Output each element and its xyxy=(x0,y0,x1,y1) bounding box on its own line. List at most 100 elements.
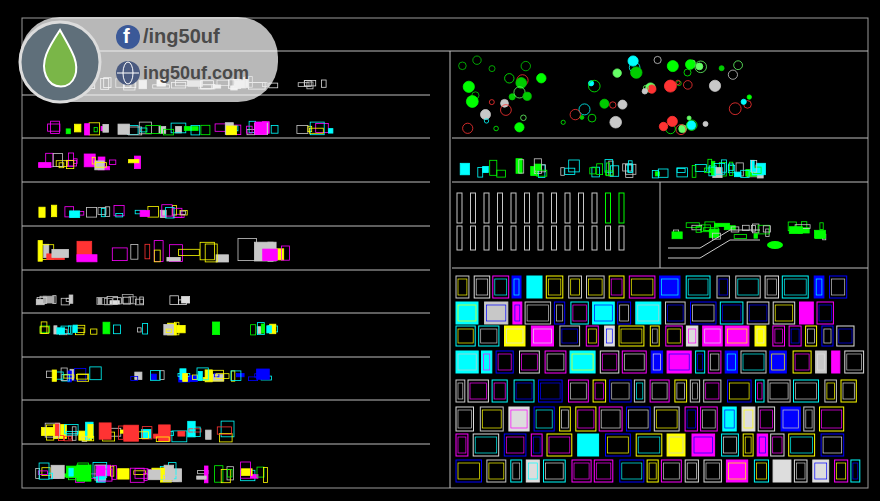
cad-block xyxy=(39,463,49,479)
door-panel xyxy=(853,463,858,479)
cad-block xyxy=(652,171,658,178)
cad-block xyxy=(131,245,138,260)
door-panel xyxy=(458,383,463,399)
cad-block xyxy=(478,168,483,178)
cad-block xyxy=(728,164,733,170)
label-wrap: f xyxy=(123,25,130,48)
cad-block xyxy=(267,326,272,333)
cad-block xyxy=(310,122,324,135)
cad-block xyxy=(201,125,210,134)
cad-block xyxy=(226,125,241,135)
web-icon xyxy=(116,61,140,85)
cad-block xyxy=(607,163,610,176)
door-panel xyxy=(728,463,745,479)
door-elevation xyxy=(822,326,833,346)
cad-block xyxy=(118,124,129,134)
door-panel xyxy=(818,354,825,370)
cad-block xyxy=(216,374,229,379)
door-panel xyxy=(745,437,751,453)
cad-block xyxy=(66,161,73,169)
door-elevation xyxy=(456,302,478,324)
cad-block xyxy=(92,157,95,164)
door-panel xyxy=(663,463,679,479)
plant-symbol xyxy=(610,102,616,108)
door-elevation xyxy=(636,302,661,324)
door-elevation xyxy=(622,351,646,373)
cad-block xyxy=(77,255,97,262)
cad-block xyxy=(98,298,102,304)
cad-block xyxy=(197,476,207,479)
door-panel xyxy=(743,354,764,370)
door-panel xyxy=(458,354,476,370)
cad-block xyxy=(163,129,173,135)
cad-block xyxy=(237,374,245,377)
door-panel xyxy=(629,410,649,428)
door-panel xyxy=(621,329,642,343)
door-panel xyxy=(832,279,845,295)
door-elevation xyxy=(468,380,488,402)
door-panel xyxy=(738,279,758,295)
door-panel xyxy=(758,383,763,399)
plant-symbol xyxy=(515,123,524,132)
cad-block xyxy=(304,80,315,86)
door-elevation xyxy=(690,380,699,402)
cad-block xyxy=(37,298,47,304)
cad-block xyxy=(534,159,541,174)
door-panel xyxy=(843,383,854,399)
cad-block xyxy=(52,249,69,257)
cad-block xyxy=(231,371,241,381)
cad-block xyxy=(49,473,53,479)
door-elevation xyxy=(736,276,760,298)
facebook-letter: f xyxy=(123,25,130,47)
door-elevation xyxy=(492,380,507,402)
cad-block xyxy=(231,371,234,381)
cad-block xyxy=(61,298,69,305)
door-elevation xyxy=(594,460,613,482)
cad-block xyxy=(741,170,749,177)
cad-block xyxy=(190,376,198,382)
door-elevation xyxy=(704,460,721,482)
cad-block xyxy=(95,465,106,480)
cad-block xyxy=(124,425,139,441)
plant-symbol xyxy=(516,78,527,89)
plant-symbol xyxy=(505,74,514,83)
door-panel xyxy=(759,437,765,453)
cad-block xyxy=(569,160,580,172)
door-panel xyxy=(662,279,678,295)
cad-block xyxy=(72,427,76,441)
door-panel xyxy=(668,329,681,343)
cad-block xyxy=(626,164,636,174)
plant-symbol xyxy=(521,115,527,121)
column-elevation xyxy=(619,226,624,250)
door-panel xyxy=(547,354,564,370)
door-elevation xyxy=(474,276,490,298)
door-panel xyxy=(796,383,817,399)
door-elevation xyxy=(685,407,697,431)
door-panel xyxy=(574,463,589,479)
cad-block xyxy=(696,227,701,233)
column-elevation xyxy=(565,193,570,223)
cad-block xyxy=(52,370,56,381)
plant-symbol xyxy=(537,74,546,83)
cad-block xyxy=(751,160,755,171)
plant-symbol xyxy=(676,125,686,135)
door-elevation xyxy=(496,351,513,373)
door-panel xyxy=(724,437,737,453)
cad-block xyxy=(164,324,174,335)
cad-block xyxy=(140,297,144,304)
plant-symbol xyxy=(686,60,696,70)
cad-block xyxy=(180,210,187,215)
cad-block xyxy=(297,125,308,133)
door-panel xyxy=(536,410,552,428)
column-elevation xyxy=(619,193,624,223)
cad-block xyxy=(537,170,547,176)
divider-line xyxy=(660,182,661,268)
cad-block xyxy=(298,83,309,87)
door-panel xyxy=(475,437,497,453)
door-elevation xyxy=(675,380,687,402)
cad-block xyxy=(69,468,73,476)
cad-block xyxy=(105,299,113,305)
cad-block xyxy=(42,428,54,436)
door-panel xyxy=(653,354,660,370)
